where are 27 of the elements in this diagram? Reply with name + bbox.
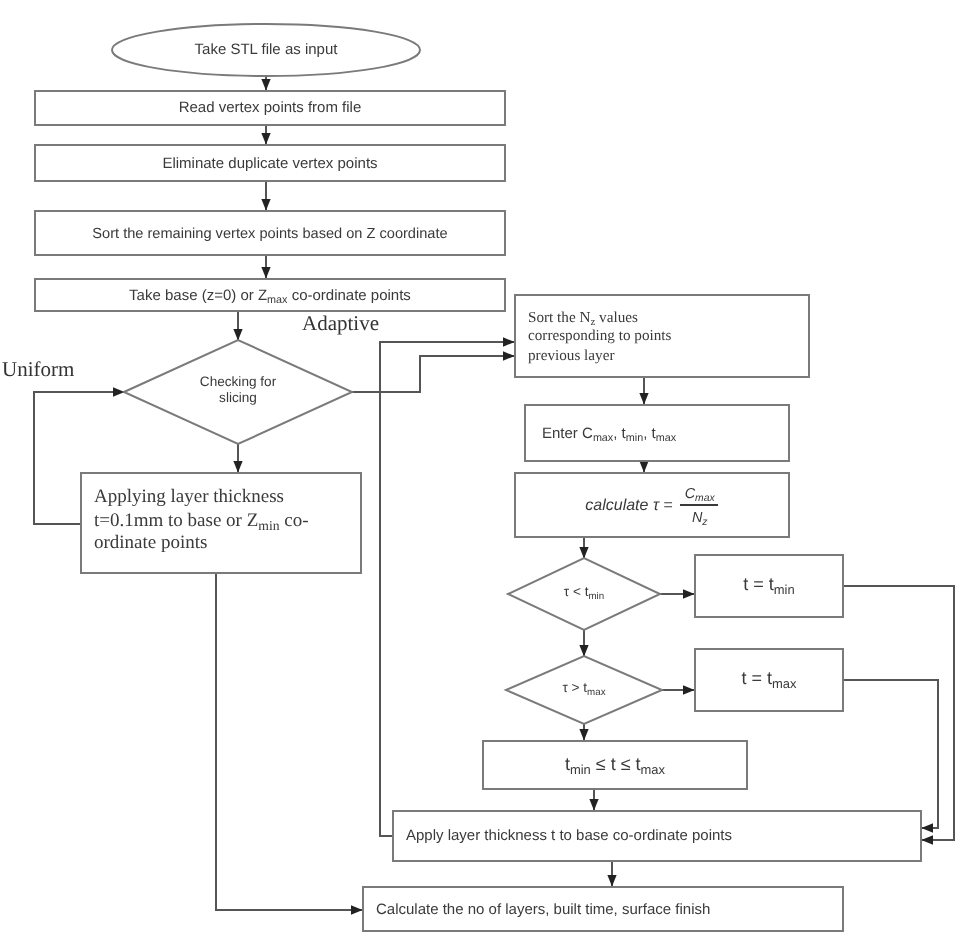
- arrow: [639, 377, 649, 405]
- arrow: [661, 685, 695, 695]
- arrow: [233, 311, 243, 341]
- arrow: [351, 351, 515, 393]
- arrow: [589, 789, 599, 811]
- arrow: [579, 537, 589, 559]
- arrow: [233, 443, 243, 473]
- arrow: [579, 723, 589, 741]
- arrow: [215, 573, 363, 915]
- arrow: [607, 861, 617, 887]
- arrow: [843, 679, 939, 833]
- process-box: t = t$_{max}$: [694, 648, 844, 712]
- arrow: [261, 181, 271, 211]
- arrow: [659, 589, 695, 599]
- process-box: t$_{min}$ ≤ t ≤ t$_{max}$: [482, 740, 748, 790]
- arrow: [261, 125, 271, 145]
- arrow: [261, 255, 271, 279]
- arrow: [579, 629, 589, 657]
- arrow: [33, 387, 125, 525]
- arrow: [261, 75, 271, 91]
- arrow: [639, 460, 649, 473]
- arrow: [843, 585, 955, 845]
- process-box: t = t$_{min}$: [694, 554, 844, 618]
- branch-label: Adaptive: [302, 314, 379, 338]
- arrow: [379, 337, 515, 837]
- branch-label: Uniform: [2, 360, 75, 384]
- process-box: Applying layer thickness t=0.1mm to base or Z$_{min}$ co-ordinate points: [80, 472, 362, 574]
